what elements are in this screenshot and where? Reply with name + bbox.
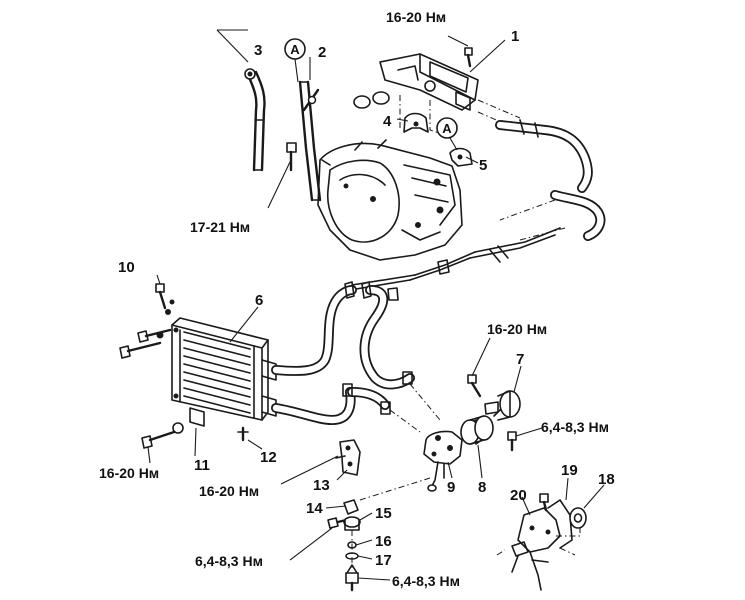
callout-11: 11: [194, 457, 210, 474]
bolt-part-10: [155, 283, 175, 315]
callout-2: 2: [318, 44, 326, 61]
clip-part-5: [449, 147, 473, 167]
callout-20: 20: [510, 487, 527, 504]
sensor-part-7: [467, 374, 521, 452]
torque-spec-top: 16-20 Нм: [386, 9, 446, 25]
marker-a-label: A: [442, 121, 452, 136]
cylinder-part-8: [460, 415, 494, 445]
cooler-hose-lower: [271, 371, 413, 425]
torque-spec-14: 6,4-8,3 Нм: [195, 553, 263, 569]
cooler-bolts: [119, 328, 249, 449]
solenoid-assembly-18-20: [511, 493, 587, 591]
torque-spec-mount: 17-21 Нм: [190, 219, 250, 235]
callout-8: 8: [478, 479, 486, 496]
callout-5: 5: [479, 157, 487, 174]
dash-guide-9: [389, 383, 441, 433]
reference-marker-a-right: A: [436, 117, 458, 151]
callout-16: 16: [375, 533, 392, 550]
bracket-part-3: [244, 68, 266, 172]
dash-guide-14: [359, 477, 431, 501]
torque-spec-11: 16-20 Нм: [99, 465, 159, 481]
callout-15: 15: [375, 505, 392, 522]
callout-19: 19: [561, 462, 578, 479]
hose-clamp-4: [353, 91, 429, 133]
torque-spec-7b: 6,4-8,3 Нм: [541, 419, 609, 435]
callout-4: 4: [383, 113, 392, 130]
cooler-lines-mid: [349, 199, 566, 291]
cooler-pipe-upper: [409, 119, 606, 281]
torque-spec-7a: 16-20 Нм: [487, 321, 547, 337]
mount-bolt: [286, 142, 297, 172]
callout-10: 10: [118, 259, 135, 276]
callout-14: 14: [306, 500, 323, 517]
reference-marker-a-top: A: [284, 38, 306, 83]
callout-12: 12: [260, 449, 277, 466]
callout-17: 17: [375, 552, 392, 569]
bracket-part-2: [298, 80, 322, 202]
bracket-assembly-1: [379, 47, 479, 111]
callout-6: 6: [255, 292, 263, 309]
callout-18: 18: [598, 471, 615, 488]
fitting-stack-14-17: [327, 499, 361, 592]
bracket-part-13: [335, 439, 361, 476]
transmission-case: [317, 139, 463, 261]
callout-13: 13: [313, 477, 330, 494]
leader-lines: [147, 29, 605, 581]
torque-spec-13: 16-20 Нм: [199, 483, 259, 499]
cooler-hose-upper: [271, 281, 415, 390]
callout-9: 9: [447, 479, 455, 496]
callout-3: 3: [254, 42, 262, 59]
dash-guide-20: [496, 549, 506, 556]
callout-7: 7: [516, 351, 524, 368]
torque-spec-17: 6,4-8,3 Нм: [392, 573, 460, 589]
marker-a-label: A: [290, 42, 300, 57]
oil-cooler-6: [171, 317, 277, 421]
callout-1: 1: [511, 28, 519, 45]
valve-part-9: [423, 430, 463, 492]
